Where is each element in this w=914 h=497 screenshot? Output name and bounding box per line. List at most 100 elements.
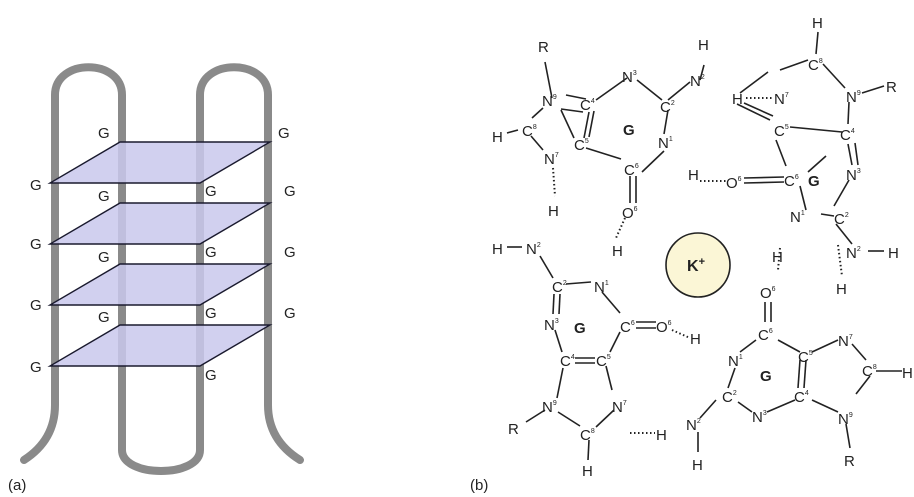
atom-label: N1 <box>790 209 805 226</box>
atom-label: O6 <box>726 175 742 192</box>
atom-label: H <box>612 243 623 260</box>
guanine-label: G <box>284 183 296 200</box>
atom-label: H <box>688 167 699 184</box>
atom-label: R <box>538 39 549 56</box>
atom-label: H <box>902 365 913 382</box>
atom-label: N9 <box>542 399 557 416</box>
atom-label: C2 <box>834 211 849 228</box>
atom-label: C5 <box>574 137 589 154</box>
atom-label: N2 <box>526 241 541 258</box>
atom-label: N2 <box>686 417 701 434</box>
atom-label: C4 <box>840 127 855 144</box>
potassium-ion-label: K+ <box>687 256 705 275</box>
atom-label: C8 <box>580 427 595 444</box>
guanine-label: G <box>98 188 110 205</box>
atom-label: N3 <box>752 409 767 426</box>
atom-label: H <box>732 91 743 108</box>
atom-label: H <box>836 281 847 298</box>
atom-label: C5 <box>798 349 813 366</box>
atom-label: N9 <box>846 89 861 106</box>
atom-label: C8 <box>522 123 537 140</box>
atom-label: N7 <box>838 333 853 350</box>
guanine-residue-label: G <box>623 122 635 139</box>
atom-label: R <box>844 453 855 470</box>
atom-label: N7 <box>774 91 789 108</box>
atom-label: N3 <box>846 167 861 184</box>
atom-label: C4 <box>794 389 809 406</box>
g-quartet-planes <box>47 141 273 367</box>
covalent-bonds <box>506 31 902 461</box>
atom-label: N9 <box>838 411 853 428</box>
atom-label: H <box>698 37 709 54</box>
atom-label: N7 <box>544 151 559 168</box>
atom-label: C6 <box>620 319 635 336</box>
atom-label: C4 <box>560 353 575 370</box>
guanine-label: G <box>284 244 296 261</box>
atom-label: C2 <box>552 279 567 296</box>
atom-label: H <box>492 129 503 146</box>
guanine-residue-label: G <box>760 368 772 385</box>
atom-label: O6 <box>656 319 672 336</box>
g-quartet-plane <box>47 141 273 184</box>
atom-label: H <box>692 457 703 474</box>
atom-label: H <box>888 245 899 262</box>
guanine-labels: G G G G G G G G G G G G G G G G <box>30 125 296 384</box>
atom-label: N1 <box>658 135 673 152</box>
g-quartet-plane <box>47 324 273 367</box>
atom-label: N3 <box>622 69 637 86</box>
panel-a-quadruplex-schematic: G G G G G G G G G G G G G G G G (a) <box>8 63 304 494</box>
atom-label: C5 <box>774 123 789 140</box>
atom-label: N7 <box>612 399 627 416</box>
atom-label: R <box>508 421 519 438</box>
guanine-label: G <box>30 236 42 253</box>
panel-b-label: (b) <box>470 477 488 494</box>
atom-label: H <box>492 241 503 258</box>
g-quartet-plane <box>47 263 273 306</box>
atom-label: H <box>582 463 593 480</box>
guanine-label: G <box>205 183 217 200</box>
atom-label: O6 <box>760 285 776 302</box>
atom-label: O6 <box>622 205 638 222</box>
atom-label: C2 <box>660 99 675 116</box>
atom-label: N2 <box>690 73 705 90</box>
guanine-label: G <box>30 297 42 314</box>
panel-b-g-quartet-structure: K+ G G G G R N9 C8 H N7 C4 C5 N3 C2 N1 C… <box>470 15 913 494</box>
atom-label: N2 <box>846 245 861 262</box>
atom-label: H <box>548 203 559 220</box>
guanine-residue-label: G <box>808 173 820 190</box>
guanine-label: G <box>98 309 110 326</box>
guanine-label: G <box>98 249 110 266</box>
atom-label: C6 <box>624 162 639 179</box>
guanine-residue-label: G <box>574 320 586 337</box>
atom-label: N3 <box>544 317 559 334</box>
atom-label: H <box>812 15 823 32</box>
guanine-label: G <box>98 125 110 142</box>
atom-label: N1 <box>728 353 743 370</box>
atom-label: H <box>772 249 783 266</box>
atom-label: C8 <box>862 363 877 380</box>
guanine-label: G <box>205 305 217 322</box>
guanine-label: G <box>30 359 42 376</box>
guanine-label: G <box>205 244 217 261</box>
atom-label: C5 <box>596 353 611 370</box>
guanine-label: G <box>278 125 290 142</box>
atom-label: H <box>656 427 667 444</box>
atom-label: N1 <box>594 279 609 296</box>
atom-labels: R N9 C8 H N7 C4 C5 N3 C2 N1 C6 O6 N2 H H… <box>492 15 913 480</box>
guanine-label: G <box>284 305 296 322</box>
atom-label: C4 <box>580 97 595 114</box>
atom-label: R <box>886 79 897 96</box>
atom-label: C2 <box>722 389 737 406</box>
hydrogen-bonds <box>552 97 843 434</box>
atom-label: C6 <box>758 327 773 344</box>
potassium-ion-circle <box>665 232 731 298</box>
panel-a-label: (a) <box>8 477 26 494</box>
atom-label: N9 <box>542 93 557 110</box>
guanine-label: G <box>30 177 42 194</box>
g-quartet-plane <box>47 202 273 245</box>
atom-label: H <box>690 331 701 348</box>
guanine-label: G <box>205 367 217 384</box>
atom-label: C6 <box>784 173 799 190</box>
atom-label: C8 <box>808 57 823 74</box>
